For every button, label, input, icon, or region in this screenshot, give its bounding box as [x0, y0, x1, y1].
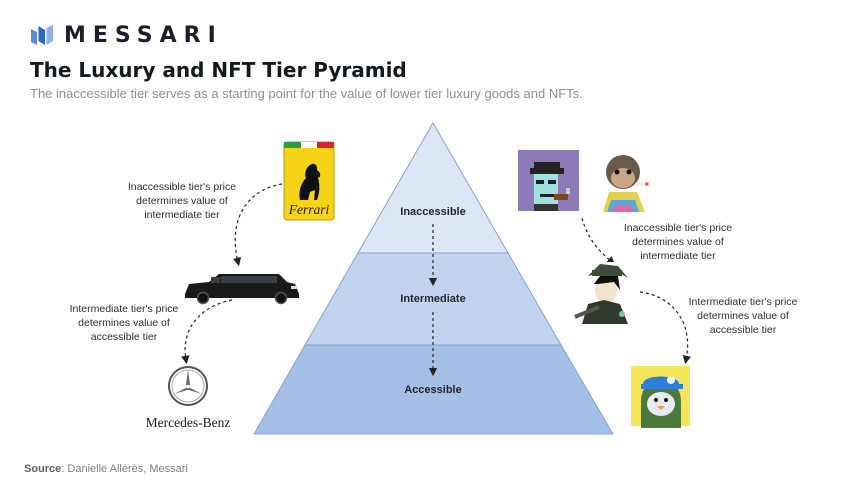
right-note-1-line-3: intermediate tier — [640, 250, 716, 262]
tier-label-inaccessible: Inaccessible — [400, 206, 465, 218]
source-note: Source: Danielle Allérès, Messari — [24, 463, 188, 475]
tier-label-intermediate: Intermediate — [400, 293, 465, 305]
ferrari-wordmark: Ferrari — [288, 202, 330, 217]
right-note-1-line-2: determines value of — [632, 236, 724, 248]
right-arrow-1 — [581, 217, 616, 265]
page-subtitle: The inaccessible tier serves as a starti… — [30, 86, 583, 101]
tier-label-accessible: Accessible — [404, 384, 461, 396]
right-note-1-line-1: Inaccessible tier's price — [624, 222, 732, 234]
pyramid-tier-inaccessible — [357, 121, 509, 254]
cryptopunk-nft-icon — [518, 150, 579, 211]
right-note-2-line-2: determines value of — [697, 310, 789, 322]
bored-ape-nft-icon — [595, 150, 655, 212]
azuki-nft-icon — [574, 262, 638, 324]
pyramid-tier-accessible — [253, 344, 614, 435]
mercedes-wordmark: Mercedes-Benz — [146, 415, 231, 430]
left-note-1-line-1: Inaccessible tier's price — [128, 181, 236, 193]
pudgy-penguin-nft-icon — [631, 366, 690, 428]
left-note-1-line-3: intermediate tier — [144, 209, 220, 221]
brand-header: MESSARI — [30, 22, 223, 48]
right-note-2-line-1: Intermediate tier's price — [689, 296, 798, 308]
ferrari-logo-icon: Ferrari — [283, 141, 335, 221]
left-note-2-line-2: determines value of — [78, 317, 170, 329]
mercedes-star-icon — [168, 366, 208, 406]
source-label: Source — [24, 463, 62, 475]
messari-logo-icon — [31, 25, 53, 45]
left-note-1-line-2: determines value of — [136, 195, 228, 207]
left-note-2-line-1: Intermediate tier's price — [70, 303, 179, 315]
right-arrow-2 — [639, 291, 691, 365]
brand-name: MESSARI — [64, 22, 223, 48]
left-arrow-1 — [232, 183, 283, 267]
left-arrow-2 — [181, 299, 233, 365]
right-note-2-line-3: accessible tier — [710, 324, 777, 336]
page-title: The Luxury and NFT Tier Pyramid — [30, 58, 407, 82]
limousine-icon — [185, 274, 299, 305]
source-text: : Danielle Allérès, Messari — [61, 463, 188, 475]
left-note-2-line-3: accessible tier — [91, 331, 158, 343]
